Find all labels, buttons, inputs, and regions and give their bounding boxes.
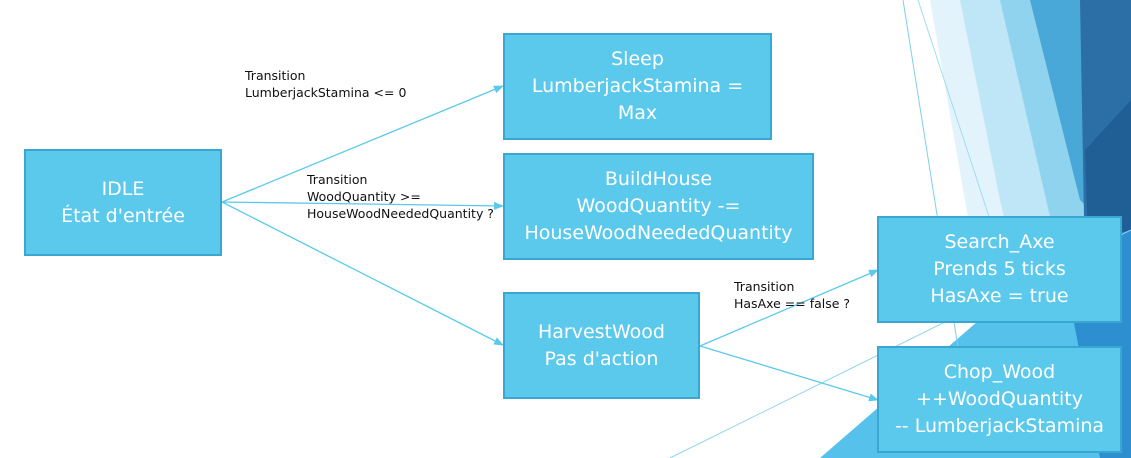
node-sleep-title: Sleep: [611, 48, 664, 70]
node-build-house-line-3: HouseWoodNeededQuantity: [524, 222, 793, 244]
label-idle-to-sleep: Transition LumberjackStamina <= 0: [245, 67, 406, 101]
node-build-house: BuildHouse WoodQuantity -= HouseWoodNeed…: [503, 153, 814, 260]
node-harvest-wood-title: HarvestWood: [537, 320, 665, 343]
label-idle-to-sleep-line-1: Transition: [245, 68, 306, 83]
arrow-harvest-to-chop-wood: [699, 345, 879, 402]
node-search-axe: Search_Axe Prends 5 ticks HasAxe = true: [877, 216, 1122, 323]
node-idle-subtitle: État d'entrée: [61, 204, 185, 227]
label-idle-to-build-house-line-2: WoodQuantity >=: [307, 189, 421, 204]
node-sleep-line-2: LumberjackStamina =: [531, 75, 744, 97]
node-search-axe-line-2: Prends 5 ticks: [933, 258, 1066, 280]
node-sleep-line-3: Max: [617, 102, 658, 124]
label-harvest-to-search-axe: Transition HasAxe == false ?: [734, 278, 850, 312]
node-idle: IDLE État d'entrée: [24, 149, 222, 256]
node-chop-wood: Chop_Wood ++WoodQuantity -- LumberjackSt…: [877, 346, 1122, 453]
arrow-idle-to-sleep: [221, 85, 504, 203]
arrow-idle-to-harvest-wood: [221, 201, 504, 346]
label-harvest-to-search-axe-line-2: HasAxe == false ?: [734, 296, 851, 311]
node-search-axe-line-3: HasAxe = true: [930, 285, 1069, 307]
arrow-idle-to-build-house: [221, 201, 504, 210]
arrow-harvest-to-search-axe: [699, 269, 879, 347]
label-idle-to-build-house: Transition WoodQuantity >= HouseWoodNeed…: [307, 171, 494, 222]
node-chop-wood-line-2: ++WoodQuantity: [916, 388, 1083, 410]
node-harvest-wood-subtitle: Pas d'action: [544, 347, 659, 370]
label-idle-to-build-house-line-3: HouseWoodNeededQuantity ?: [307, 206, 494, 221]
node-idle-title: IDLE: [101, 177, 145, 200]
label-idle-to-build-house-line-1: Transition: [307, 172, 368, 187]
node-build-house-title: BuildHouse: [604, 168, 713, 190]
node-chop-wood-title: Chop_Wood: [943, 361, 1056, 383]
node-harvest-wood: HarvestWood Pas d'action: [503, 292, 700, 399]
node-build-house-line-2: WoodQuantity -=: [576, 195, 741, 217]
label-harvest-to-search-axe-line-1: Transition: [734, 279, 795, 294]
node-chop-wood-line-3: -- LumberjackStamina: [894, 415, 1105, 437]
node-sleep: Sleep LumberjackStamina = Max: [503, 33, 772, 140]
label-idle-to-sleep-line-2: LumberjackStamina <= 0: [245, 85, 407, 100]
node-search-axe-title: Search_Axe: [944, 231, 1055, 253]
